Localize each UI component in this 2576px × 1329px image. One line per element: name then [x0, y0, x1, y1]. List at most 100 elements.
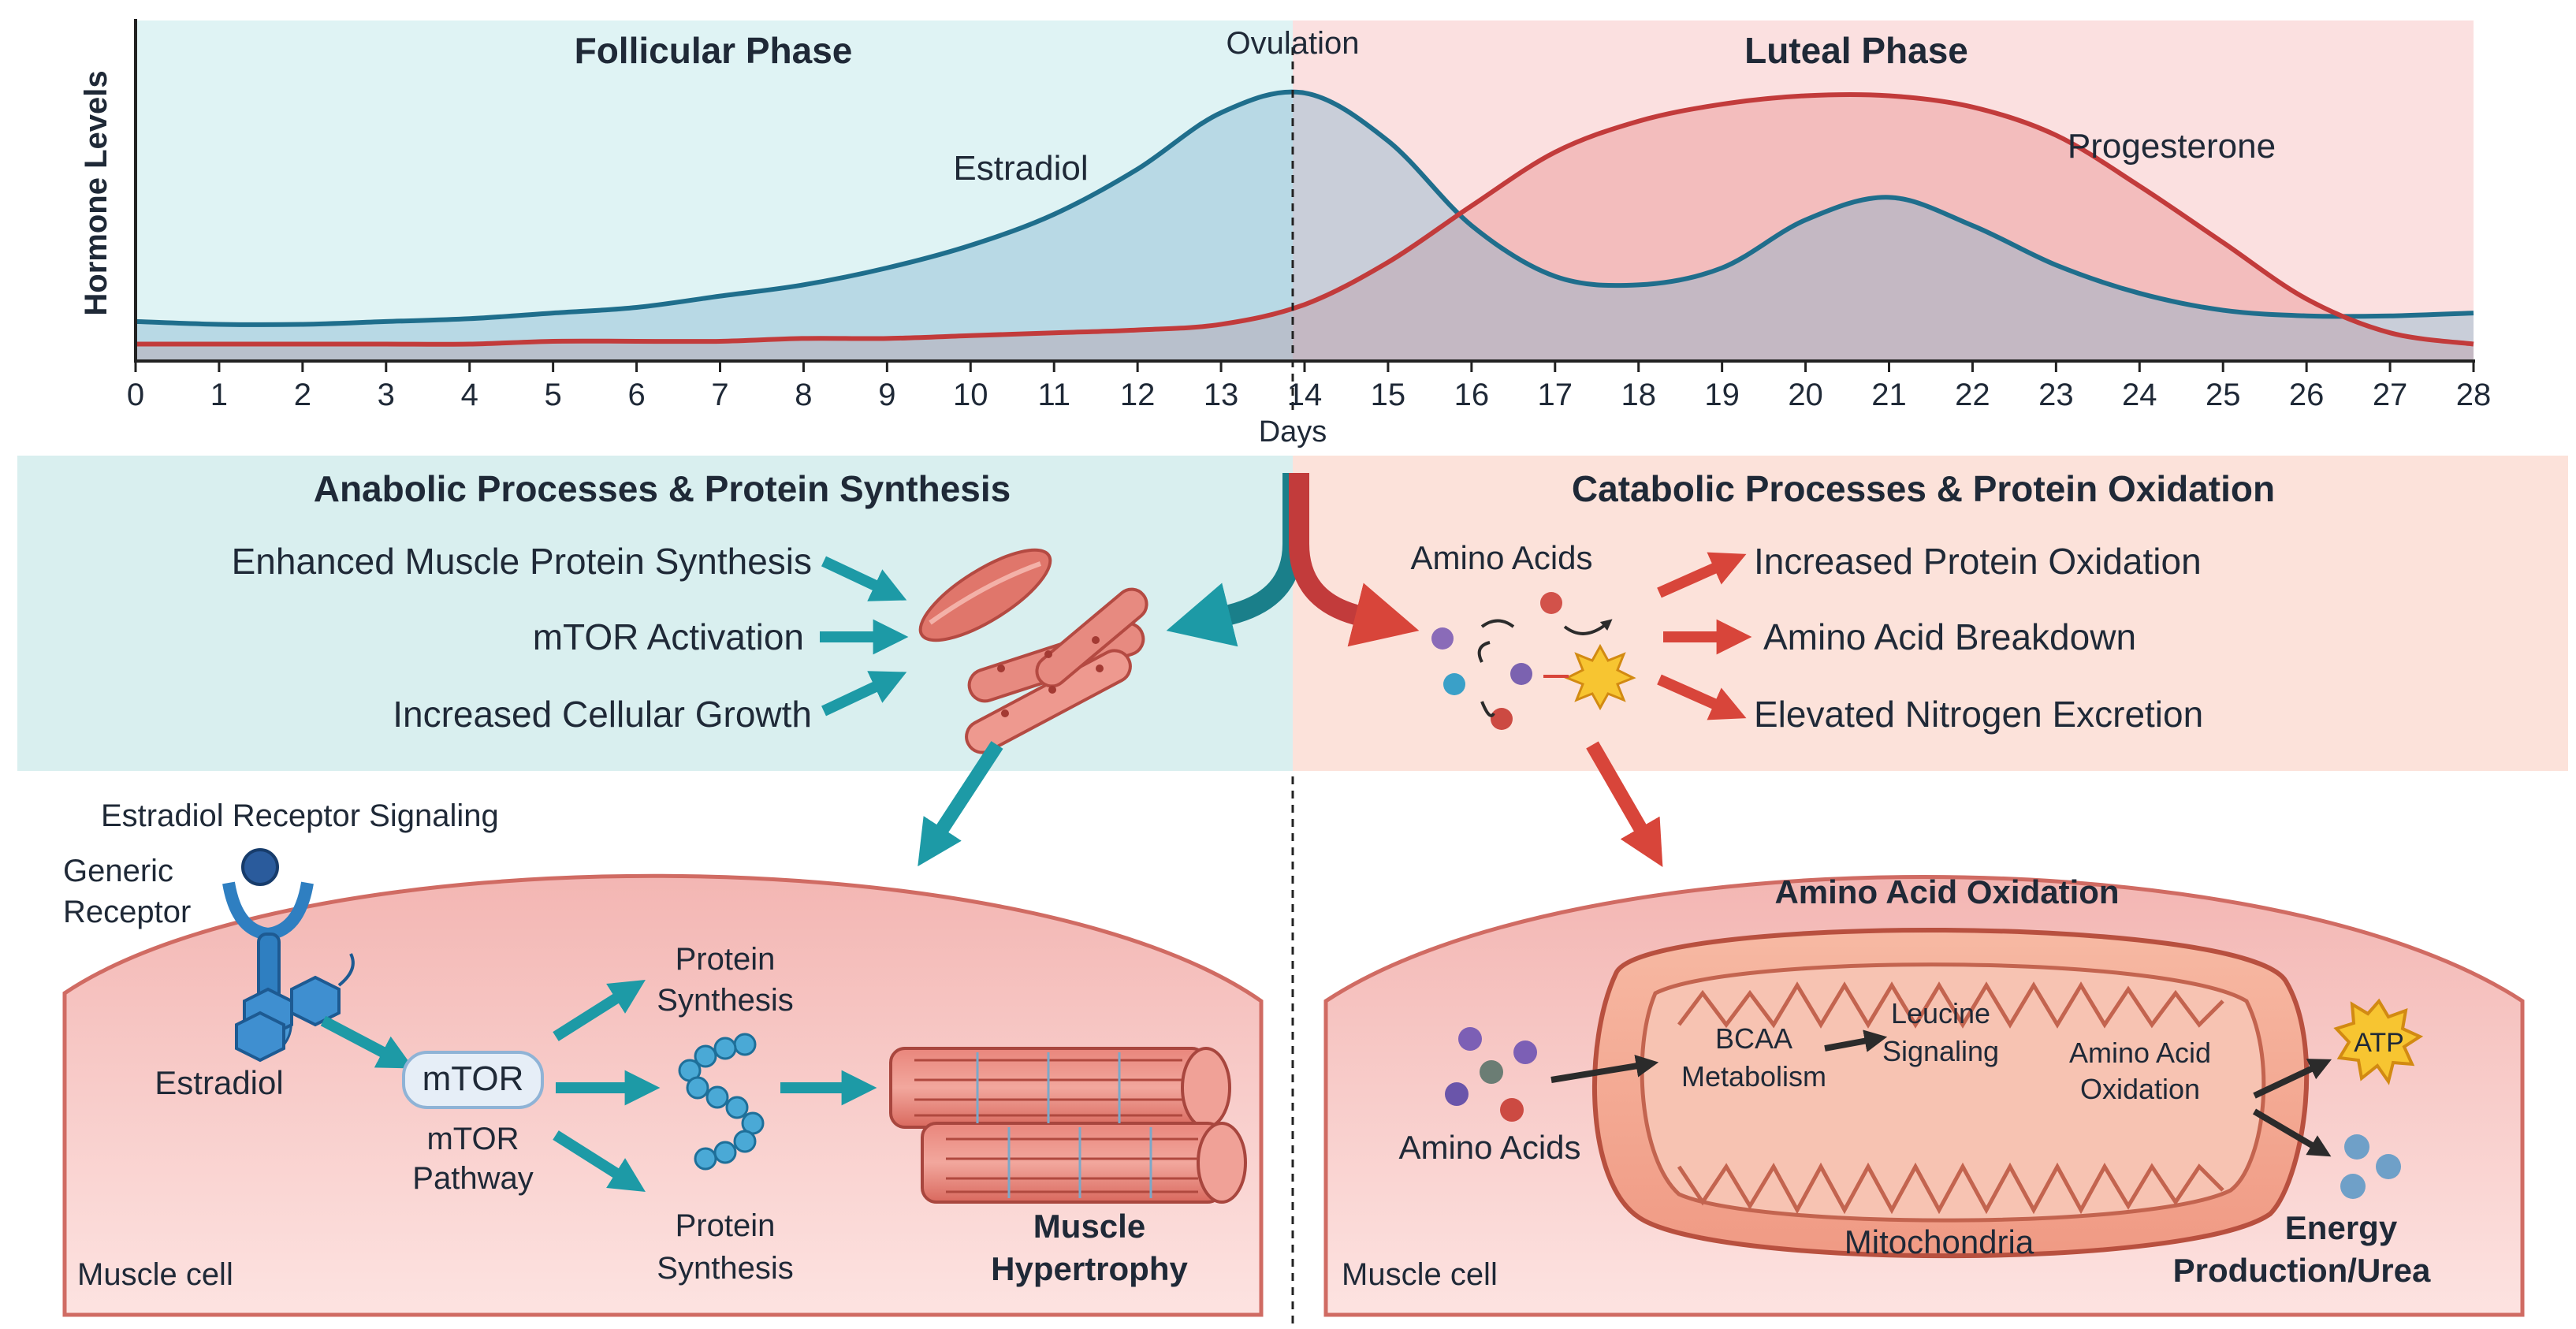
bcaa-label-2: Metabolism: [1681, 1060, 1826, 1093]
estradiol-line: [135, 89, 2474, 327]
catabolic-item-1: Increased Protein Oxidation: [1754, 541, 2202, 582]
estradiol-molecule-label: Estradiol: [154, 1064, 283, 1101]
mitochondria-label: Mitochondria: [1845, 1223, 2034, 1260]
hypertrophy-label-2: Hypertrophy: [991, 1250, 1188, 1287]
estradiol-area: [136, 91, 2474, 361]
x-tick-label: 21: [1871, 378, 1907, 412]
mtor-arrows: [553, 980, 877, 1192]
x-tick-label: 18: [1621, 378, 1656, 412]
progesterone-area: [136, 94, 2474, 362]
luteal-phase-label: Luteal Phase: [1744, 30, 1968, 71]
x-axis-label: Days: [1259, 415, 1327, 449]
x-tick-label: 7: [711, 378, 728, 412]
atp-icon: [2333, 998, 2424, 1085]
anabolic-arrows: [820, 556, 909, 717]
progesterone-series-label: Progesterone: [2068, 127, 2276, 166]
x-tick-label: 15: [1371, 378, 1406, 412]
urea-dots: [2340, 1134, 2401, 1199]
x-tick-label: 3: [378, 378, 395, 412]
left-cell-label: Muscle cell: [77, 1257, 233, 1292]
x-tick-label: 6: [627, 378, 645, 412]
luteal-phase-bg: [1293, 20, 2474, 361]
receptor-signaling-title: Estradiol Receptor Signaling: [101, 799, 499, 833]
follicular-phase-label: Follicular Phase: [575, 30, 853, 71]
x-tick-label: 26: [2289, 378, 2325, 412]
burst-icon: [1564, 643, 1636, 711]
right-down-arrow: [1586, 741, 1663, 867]
receptor-icon: [222, 848, 355, 1063]
energy-label-2: Production/Urea: [2173, 1252, 2431, 1289]
catabolic-item-3: Elevated Nitrogen Excretion: [1754, 694, 2203, 735]
peptide-chain-icon: [678, 1033, 765, 1171]
ovulation-label: Ovulation: [1227, 26, 1360, 61]
x-tick-label: 13: [1204, 378, 1239, 412]
x-tick-label: 14: [1287, 378, 1323, 412]
protein-synthesis-bottom-1: Protein: [676, 1208, 776, 1243]
generic-receptor-label-2: Receptor: [63, 895, 191, 929]
series-layer: [135, 89, 2474, 362]
protein-synthesis-top-1: Protein: [676, 942, 776, 977]
anabolic-heading: Anabolic Processes & Protein Synthesis: [314, 468, 1011, 509]
energy-label-1: Energy: [2285, 1209, 2398, 1246]
y-axis-label: Hormone Levels: [79, 70, 114, 315]
left-cell-body: [62, 873, 1264, 1317]
protein-synthesis-bottom-2: Synthesis: [657, 1251, 793, 1286]
x-tick-label: 25: [2206, 378, 2241, 412]
catabolic-panel: Catabolic Processes & Protein Oxidation …: [1293, 456, 2568, 771]
x-tick-label: 4: [461, 378, 478, 412]
catabolic-amino-acids: Amino Acids: [1410, 539, 1592, 576]
mtor-pathway-label-1: mTOR: [426, 1122, 519, 1156]
x-tick-label: 1: [210, 378, 228, 412]
mtor-box-label: mTOR: [423, 1059, 524, 1098]
left-muscle-cell: Estradiol Receptor Signaling Generic Rec…: [62, 799, 1264, 1317]
mitochondria-icon: [1591, 927, 2310, 1259]
x-tick-label: 2: [294, 378, 311, 412]
anabolic-panel-bg: [17, 456, 1293, 771]
aao-label-2: Oxidation: [2080, 1073, 2200, 1105]
leucine-label-1: Leucine: [1891, 997, 1990, 1029]
x-tick-label: 5: [545, 378, 562, 412]
catabolic-arrows: [1657, 552, 1752, 720]
right-cell-label: Muscle cell: [1342, 1257, 1498, 1292]
estradiol-series-label: Estradiol: [953, 149, 1088, 188]
x-tick-label: 28: [2456, 378, 2492, 412]
x-tick-label: 10: [953, 378, 988, 412]
x-tick-label: 12: [1120, 378, 1156, 412]
protein-synthesis-top-2: Synthesis: [657, 983, 793, 1018]
anabolic-panel: Anabolic Processes & Protein Synthesis E…: [17, 456, 1293, 771]
muscle-fiber-icon: [918, 548, 1148, 754]
cell-amino-acids-label: Amino Acids: [1398, 1129, 1580, 1166]
catabolic-item-2: Amino Acid Breakdown: [1763, 616, 2136, 657]
x-tick-label: 19: [1704, 378, 1740, 412]
hypertrophy-label-1: Muscle: [1033, 1208, 1145, 1245]
anabolic-item-2: mTOR Activation: [533, 616, 804, 657]
x-tick-label: 0: [127, 378, 144, 412]
amino-acid-cluster: [1431, 592, 1636, 730]
generic-receptor-label-1: Generic: [63, 854, 173, 888]
x-tick-label: 17: [1538, 378, 1573, 412]
mtor-pathway-label-2: Pathway: [412, 1161, 533, 1196]
right-muscle-cell: Amino Acid Oxidation BCAA Metabolism Leu…: [1323, 873, 2525, 1317]
x-tick-label: 11: [1037, 378, 1070, 412]
amino-oxidation-title: Amino Acid Oxidation: [1774, 873, 2119, 910]
bcaa-label-1: BCAA: [1715, 1022, 1792, 1055]
leucine-label-2: Signaling: [1882, 1035, 1999, 1067]
mtor-box: [402, 1051, 544, 1109]
atp-label: ATP: [2354, 1028, 2404, 1058]
x-tick-label: 8: [795, 378, 812, 412]
x-tick-label: 27: [2373, 378, 2408, 412]
anabolic-item-1: Enhanced Muscle Protein Synthesis: [232, 541, 812, 582]
x-tick-label: 24: [2122, 378, 2157, 412]
x-tick-label: 9: [878, 378, 895, 412]
x-tick-label: 20: [1788, 378, 1823, 412]
anabolic-item-3: Increased Cellular Growth: [393, 694, 812, 735]
left-down-arrow: [918, 741, 1003, 867]
x-tick-label: 22: [1955, 378, 1990, 412]
catabolic-heading: Catabolic Processes & Protein Oxidation: [1572, 468, 2275, 509]
muscle-hypertrophy-icon: [889, 1047, 1247, 1204]
amino-acid-dots: [1445, 1027, 1537, 1122]
split-arrow: [1166, 473, 1420, 647]
